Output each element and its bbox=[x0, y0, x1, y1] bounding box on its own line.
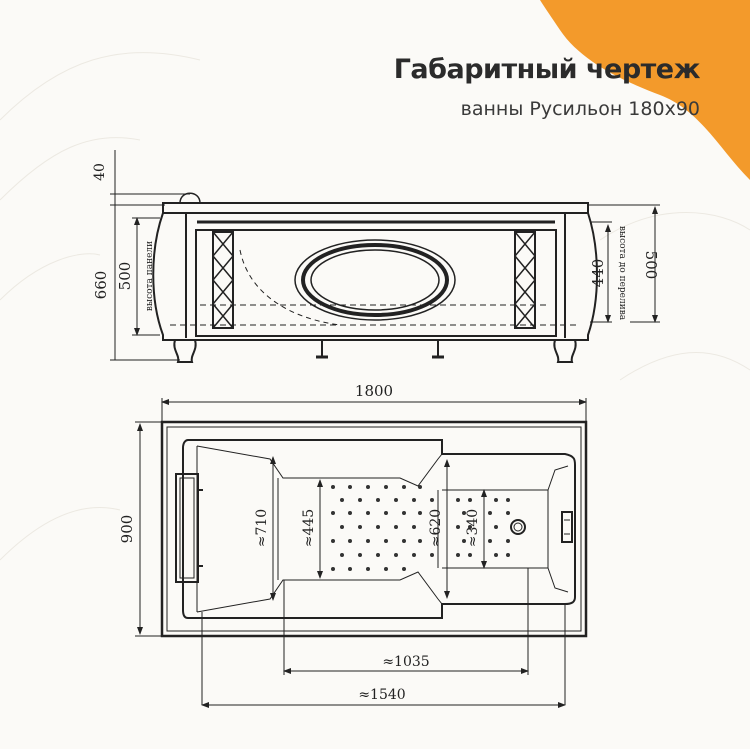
oval-medallion-icon bbox=[294, 239, 456, 321]
dim-top-offset: 40 bbox=[92, 163, 108, 181]
headrest-icon bbox=[175, 473, 203, 583]
dim-right-height: 500 bbox=[642, 251, 660, 280]
side-view bbox=[110, 150, 660, 363]
drain-handle-icon bbox=[561, 511, 573, 543]
lattice-right-icon bbox=[514, 231, 536, 329]
dim-panel-height: 500 bbox=[116, 262, 134, 291]
massage-jets-icon bbox=[331, 485, 510, 571]
dim-inner-length-1035: ≈1035 bbox=[382, 654, 429, 670]
label-panel-height: высота панели bbox=[145, 241, 155, 311]
label-rim-height: высота до перелива bbox=[617, 226, 627, 321]
page-subtitle: ванны Русильон 180x90 bbox=[460, 98, 700, 120]
lattice-left-icon bbox=[212, 231, 234, 329]
dim-inner-width-head: ≈710 bbox=[254, 509, 270, 547]
overflow-icon bbox=[510, 519, 526, 535]
dim-length: 1800 bbox=[355, 382, 393, 400]
dim-inner-width-mid: ≈445 bbox=[301, 509, 317, 547]
dim-rim-height: 440 bbox=[589, 259, 607, 288]
top-view bbox=[135, 398, 588, 708]
page-title: Габаритный чертеж bbox=[393, 54, 701, 85]
dim-inner-length-1540: ≈1540 bbox=[358, 687, 405, 703]
dim-total-height: 660 bbox=[92, 271, 110, 300]
dim-width: 900 bbox=[118, 515, 136, 544]
dim-inner-width-foot: ≈340 bbox=[465, 509, 481, 547]
dim-inner-width-620: ≈620 bbox=[428, 509, 444, 547]
